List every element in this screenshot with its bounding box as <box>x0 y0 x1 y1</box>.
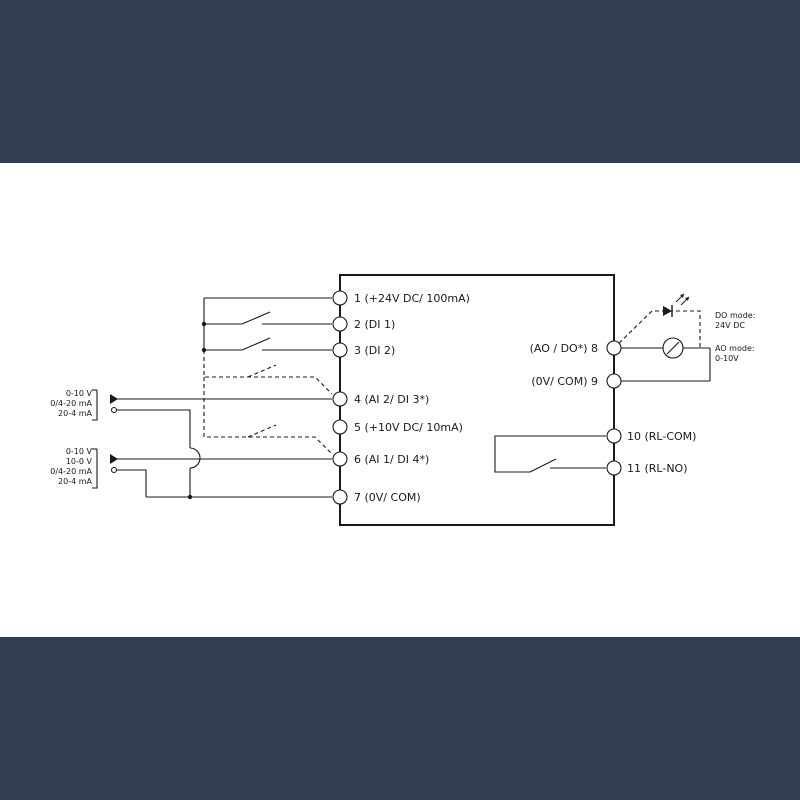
sensor-1-range-3: 20-4 mA <box>58 409 92 418</box>
terminal-2 <box>332 316 348 332</box>
analog-input-wiring <box>92 389 332 498</box>
terminal-1 <box>332 290 348 306</box>
bottom-band <box>0 637 800 800</box>
terminal-1-label: 1 (+24V DC/ 100mA) <box>354 292 470 305</box>
sensor-2-arrow-icon <box>110 454 118 464</box>
sensor-2-terminal <box>110 466 118 474</box>
digital-input-wiring <box>203 297 332 351</box>
terminal-3-label: 3 (DI 2) <box>354 344 395 357</box>
terminal-11-label: 11 (RL-NO) <box>627 462 688 475</box>
terminal-9 <box>606 373 622 389</box>
terminal-7 <box>332 489 348 505</box>
ao-mode-value: 0-10V <box>715 354 739 363</box>
terminal-10-label: 10 (RL-COM) <box>627 430 696 443</box>
terminal-7-label: 7 (0V/ COM) <box>354 491 421 504</box>
terminal-6 <box>332 451 348 467</box>
relay-wiring <box>494 435 606 473</box>
sensor-arrows <box>110 394 118 464</box>
terminal-6-label: 6 (AI 1/ DI 4*) <box>354 453 429 466</box>
di1-switch <box>241 311 271 325</box>
ao-do-wiring <box>614 337 711 382</box>
terminal-11 <box>606 460 622 476</box>
do-mode-wiring <box>613 310 701 349</box>
led-icon <box>663 293 690 317</box>
sensor-2-range-3: 0/4-20 mA <box>50 467 92 476</box>
sensor-1-range-1: 0-10 V <box>66 389 93 398</box>
relay-switch <box>529 458 557 473</box>
terminal-10 <box>606 428 622 444</box>
terminal-4-label: 4 (AI 2/ DI 3*) <box>354 393 429 406</box>
do-mode-value: 24V DC <box>715 321 745 330</box>
diagram-panel <box>0 163 800 637</box>
dashed-di-wiring <box>203 350 333 455</box>
terminal-3 <box>332 342 348 358</box>
sensor-1-arrow-icon <box>110 394 118 404</box>
terminal-9-label: (0V/ COM) 9 <box>531 375 598 388</box>
top-band <box>0 0 800 163</box>
junction-dots <box>187 321 207 500</box>
terminal-5-label: 5 (+10V DC/ 10mA) <box>354 421 463 434</box>
sensor-2-range-4: 20-4 mA <box>58 477 92 486</box>
terminal-5 <box>332 419 348 435</box>
terminal-2-label: 2 (DI 1) <box>354 318 395 331</box>
sensor-2-range-2: 10-0 V <box>66 457 93 466</box>
sensor-1-range-2: 0/4-20 mA <box>50 399 92 408</box>
terminal-4 <box>332 391 348 407</box>
terminal-8-label: (AO / DO*) 8 <box>530 342 598 355</box>
sensor-1-terminal <box>110 406 118 414</box>
di2-switch <box>241 337 271 351</box>
ao-mode-title: AO mode: <box>715 344 755 353</box>
sensor-2-range-1: 0-10 V <box>66 447 93 456</box>
terminal-8 <box>606 340 622 356</box>
do-mode-title: DO mode: <box>715 311 755 320</box>
